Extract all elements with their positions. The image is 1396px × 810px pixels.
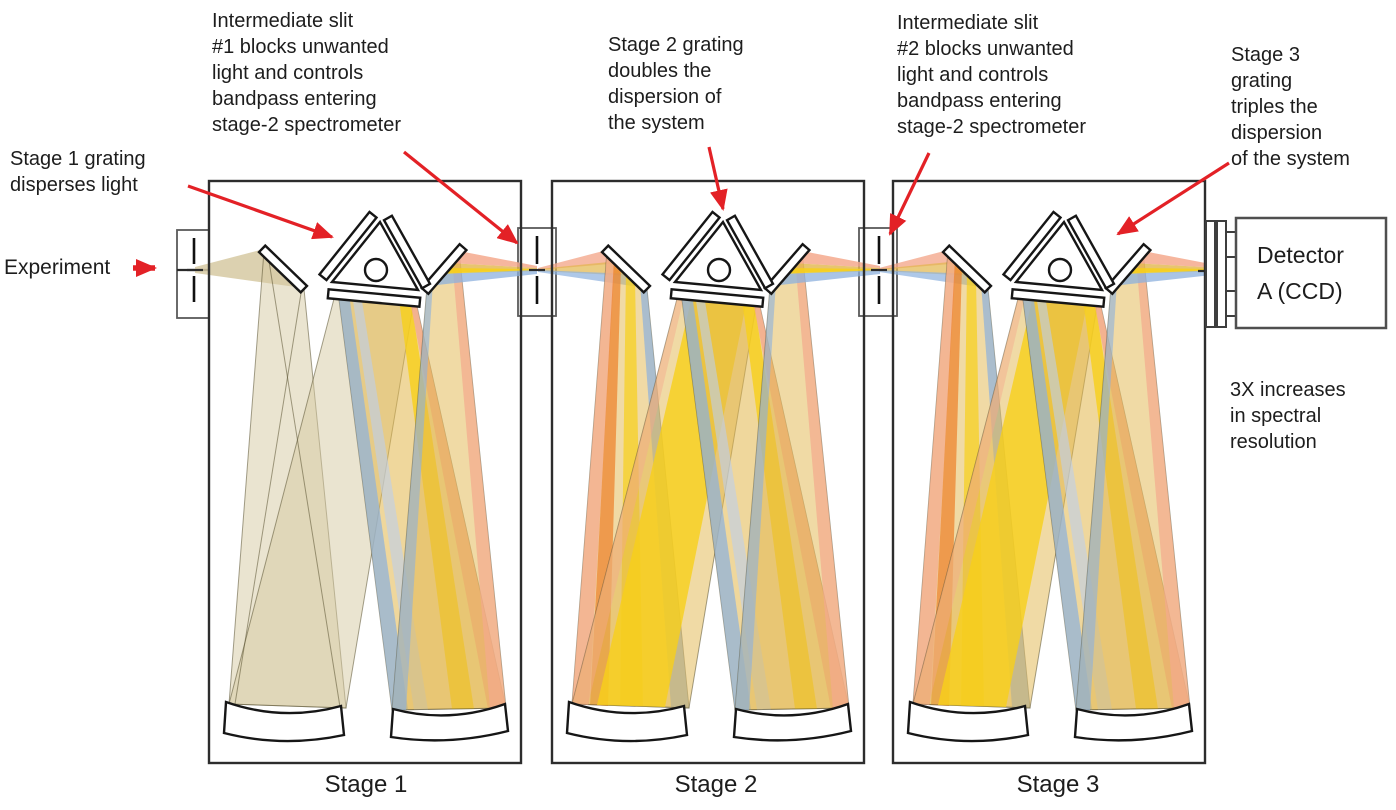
annotation-stage1-grating: Stage 1 grating disperses light (10, 148, 146, 196)
resolution-note: 3X increases in spectral resolution (1230, 379, 1346, 453)
annotation-slit1: Intermediate slit #1 blocks unwanted lig… (212, 10, 401, 136)
annotation-slit2: Intermediate slit #2 blocks unwanted lig… (897, 12, 1086, 138)
stage2-caption: Stage 2 (674, 771, 758, 798)
stage3-caption: Stage 3 (1016, 771, 1100, 798)
annotation-stage2-grating: Stage 2 grating doubles the dispersion o… (608, 34, 744, 134)
annotation-stage3-grating: Stage 3 grating triples the dispersion o… (1231, 44, 1350, 170)
detector-assembly (1198, 216, 1388, 330)
detector-label: Detector A (CCD) (1257, 242, 1344, 304)
experiment-slit (187, 238, 203, 302)
intermediate-slit1 (529, 236, 545, 304)
detector-box (1234, 216, 1388, 330)
detector-mount-tab (1225, 231, 1237, 258)
annotation-arrows (133, 146, 1230, 277)
arrow-stage3-grating (1116, 161, 1230, 236)
stage2-beams (537, 249, 881, 711)
arrow-stage1-grating (187, 184, 334, 240)
detector-mount-tab (1225, 290, 1237, 317)
arrow-slit2 (888, 152, 931, 236)
ccd-window-bar (1205, 220, 1216, 328)
ccd-window-bar (1216, 220, 1227, 328)
arrow-stage2-grating (707, 146, 728, 211)
stage1-beams (194, 248, 538, 711)
stage3-beams (878, 249, 1222, 711)
arrow-slit1 (402, 150, 519, 245)
intermediate-slit2 (871, 236, 887, 304)
stage1-caption: Stage 1 (324, 771, 408, 798)
experiment-label: Experiment (4, 256, 111, 279)
